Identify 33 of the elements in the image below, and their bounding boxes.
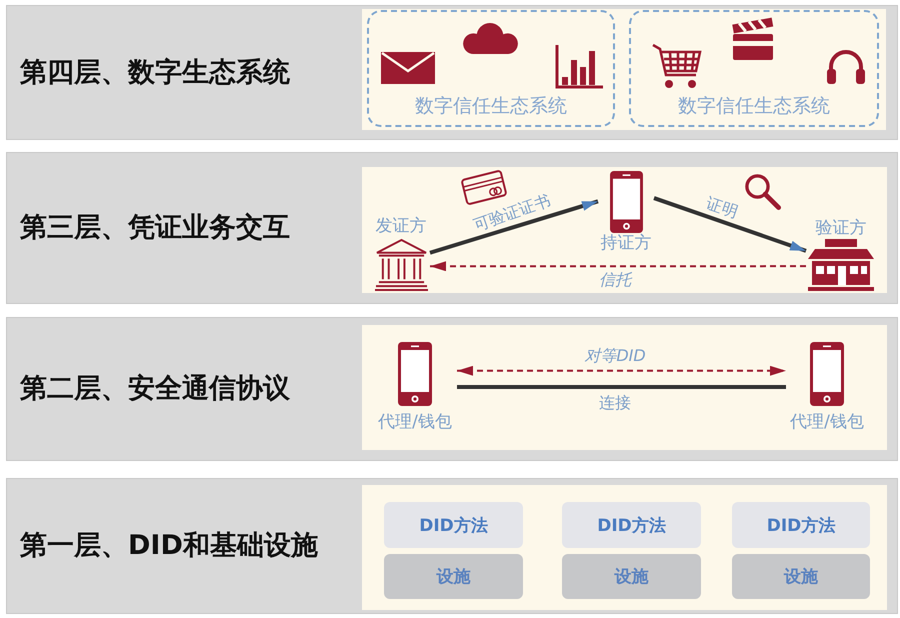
layer-heading: 第三层、凭证业务交互 <box>20 211 290 245</box>
infrastructure-tile: 设施 <box>384 554 523 599</box>
edge-label: 证明 <box>704 193 740 223</box>
did-method-tile: DID方法 <box>562 502 701 548</box>
party-label: 验证方 <box>816 218 866 238</box>
did-method-tile: DID方法 <box>732 502 870 548</box>
dashed-double-arrow <box>457 366 786 376</box>
arrow <box>653 196 807 253</box>
layer-heading: 第四层、数字生态系统 <box>20 56 290 90</box>
layer-heading: 第一层、DID和基础设施 <box>20 529 318 563</box>
edge-label: 可验证证书 <box>470 190 554 236</box>
dashed-group-frame <box>367 10 615 127</box>
party-label: 代理/钱包 <box>790 412 864 432</box>
infrastructure-tile: 设施 <box>732 554 870 599</box>
layer-heading: 第二层、安全通信协议 <box>20 372 290 406</box>
party-label: 发证方 <box>376 216 426 236</box>
dashed-arrow <box>430 261 806 272</box>
edge-label: 对等DID <box>584 346 646 366</box>
layer-band <box>6 5 898 140</box>
edge-label: 信托 <box>599 270 631 290</box>
did-method-tile: DID方法 <box>384 502 523 548</box>
group-label: 数字信任生态系统 <box>678 94 830 118</box>
infrastructure-tile: 设施 <box>562 554 701 599</box>
layer-band <box>6 317 898 461</box>
edge-label: 连接 <box>599 393 631 413</box>
arrow <box>429 199 599 255</box>
party-label: 持证方 <box>600 233 652 253</box>
party-label: 代理/钱包 <box>378 412 452 432</box>
connector-line <box>457 385 786 389</box>
dashed-group-frame <box>629 10 879 127</box>
layer-band <box>6 152 898 304</box>
group-label: 数字信任生态系统 <box>415 94 567 118</box>
layer-band <box>6 478 898 614</box>
